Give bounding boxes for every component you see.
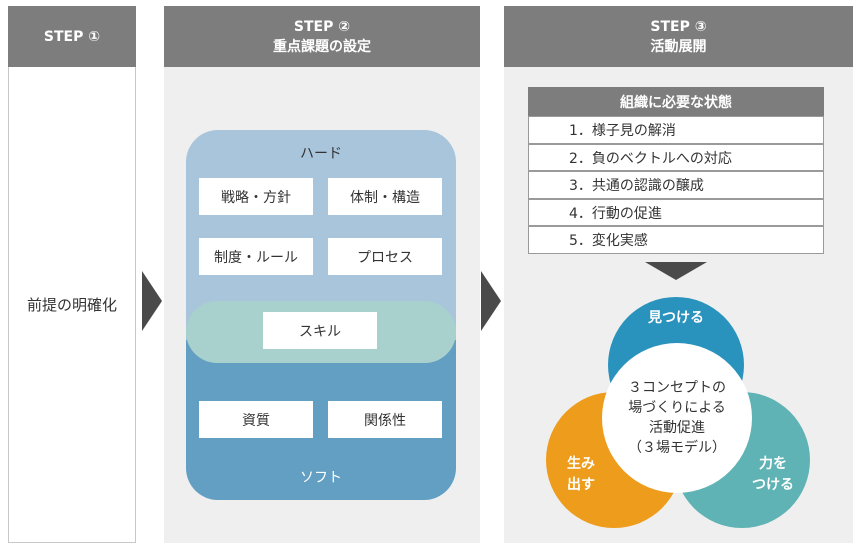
center-line-4: （３場モデル）: [628, 440, 726, 456]
three-circle-diagram: [546, 297, 810, 528]
center-line-2: 場づくりによる: [628, 400, 726, 416]
soft-item-quality: 資質: [199, 401, 313, 438]
hard-item-structure: 体制・構造: [328, 178, 442, 215]
circle-right-line2: つける: [752, 477, 794, 493]
step2-label: STEP ②: [293, 18, 351, 35]
step1-label: STEP ①: [43, 28, 101, 45]
circle-right-label: 力を つける: [733, 454, 813, 496]
center-line-1: ３コンセプトの: [628, 380, 726, 396]
step2-header: STEP ② 重点課題の設定: [164, 6, 480, 67]
circle-top-label: 見つける: [648, 310, 704, 326]
list-item: 1．様子見の解消: [528, 116, 824, 144]
circle-center: [602, 343, 752, 493]
circle-center-label: ３コンセプトの 場づくりによる 活動促進 （３場モデル）: [602, 378, 752, 458]
list-title: 組織に必要な状態: [528, 87, 824, 116]
step3-title: 活動展開: [650, 38, 707, 55]
circle-left-label: 生み 出す: [546, 454, 616, 496]
list-item: 3．共通の認識の醸成: [528, 171, 824, 199]
list-item: 2．負のベクトルへの対応: [528, 144, 824, 171]
hard-item-process: プロセス: [328, 238, 442, 275]
step1-header: STEP ①: [8, 6, 136, 67]
circle-left-line2: 出す: [567, 477, 595, 493]
list-item: 4．行動の促進: [528, 199, 824, 226]
hard-label: ハード: [300, 146, 342, 162]
hard-item-rules: 制度・ルール: [199, 238, 313, 275]
hard-item-strategy: 戦略・方針: [199, 178, 313, 215]
step2-title: 重点課題の設定: [273, 38, 371, 55]
list-item: 5．変化実感: [528, 226, 824, 254]
circle-right-line1: 力を: [759, 456, 787, 472]
arrow-step1-to-step2: [142, 271, 162, 331]
soft-label: ソフト: [300, 470, 342, 486]
soft-item-relationship: 関係性: [328, 401, 442, 438]
step3-label: STEP ③: [650, 18, 707, 35]
center-line-3: 活動促進: [649, 420, 705, 436]
arrow-step2-to-step3: [481, 271, 501, 331]
down-arrow-icon: [645, 262, 707, 280]
circle-left-line1: 生み: [567, 456, 595, 472]
step1-body: 前提の明確化: [26, 296, 117, 314]
step1-panel: 前提の明確化: [8, 67, 136, 543]
skill-box: スキル: [263, 312, 377, 349]
step3-header: STEP ③ 活動展開: [504, 6, 853, 67]
